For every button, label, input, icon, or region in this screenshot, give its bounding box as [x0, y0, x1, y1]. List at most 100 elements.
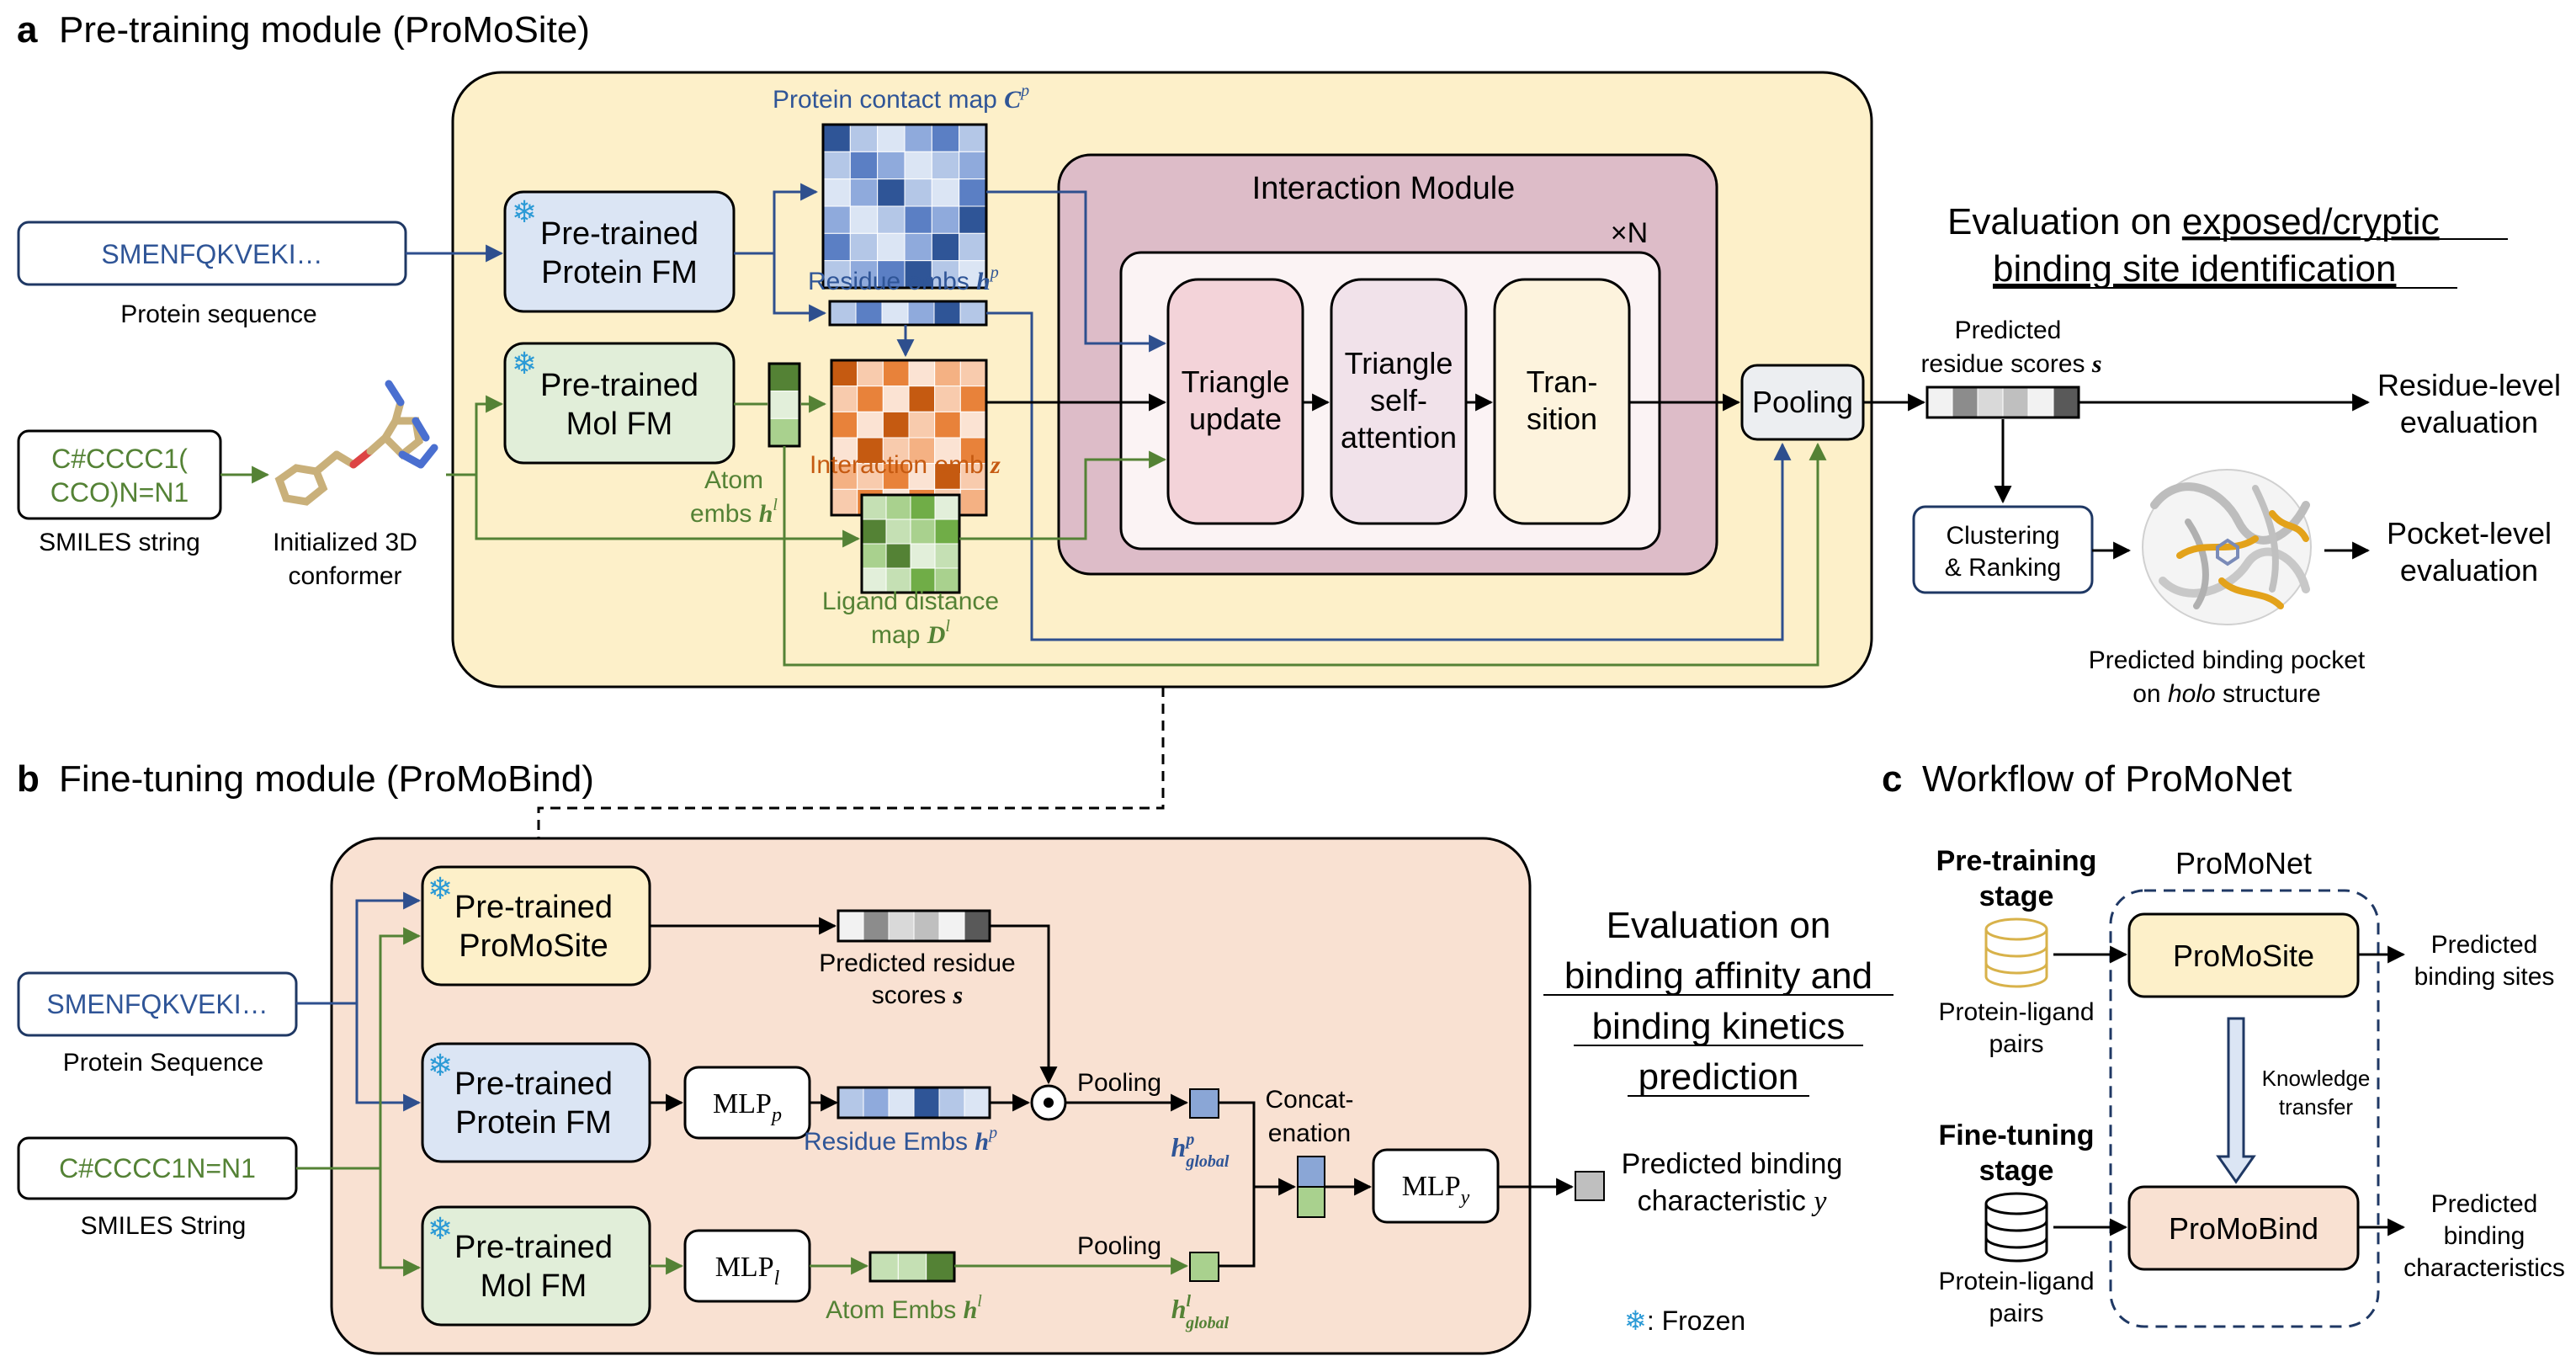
contact-map-cell [904, 232, 932, 262]
residue-embs-b-cell [888, 1087, 915, 1119]
protein-fm-box [503, 190, 736, 313]
pred-scores-b-line2: scores s [872, 981, 963, 1009]
smiles-line1: C#CCCC1( [51, 444, 188, 474]
contact-map-cell [931, 124, 960, 152]
atom-embs-a-cell [768, 391, 800, 419]
contact-map-cell [877, 205, 906, 234]
interaction-map-cell [831, 437, 858, 465]
protein-fm-b-line1: Pre-trained [454, 1066, 613, 1102]
residue-embs-label: Residue embs hp [808, 263, 999, 295]
pocket-caption-line1: Predicted binding pocket [2089, 646, 2366, 674]
out-sites-line1: Predicted [2431, 931, 2538, 959]
residue-embs-b-label: Residue Embs hp [804, 1124, 997, 1156]
contact-map-cell [822, 178, 851, 207]
predicted-scores-b-cell [837, 910, 864, 942]
pairs-top-line2: pairs [1989, 1030, 2043, 1058]
panel-c-letter: c [1882, 758, 1902, 800]
pred-scores-line2: residue scores s [1920, 350, 2101, 378]
promosite-b-line1: Pre-trained [454, 890, 613, 925]
predicted-scores-bar [1925, 386, 2080, 419]
predicted-scores-a-cell [2027, 386, 2054, 418]
ligand-map-cell [861, 518, 887, 545]
ligand-map-line2: map Dl [871, 617, 950, 649]
molecule-conformer-image [274, 380, 438, 506]
predicted-scores-a-cell [1952, 386, 1978, 418]
database-icon [1984, 1192, 2048, 1263]
interaction-map-cell [831, 488, 858, 516]
panel-a-connectors [220, 183, 1926, 667]
snowflake-icon: ❄ [1624, 1306, 1647, 1336]
snowflake-icon: ❄ [512, 194, 537, 229]
residue-embs-b-cell [964, 1087, 991, 1119]
triangle-update-line2: update [1189, 401, 1282, 436]
contact-map-cell [822, 124, 851, 152]
contact-map-cell [959, 151, 987, 180]
mol-fm-b-line2: Mol FM [481, 1268, 587, 1304]
atom-embs-line2: embs hl [690, 496, 778, 528]
contact-map-cell [849, 124, 879, 152]
clustering-line2: & Ranking [1945, 554, 2061, 582]
pocket-caption-line2: on holo structure [2133, 680, 2320, 708]
odot-operator-dot [1044, 1098, 1054, 1108]
out-char-line2: binding [2444, 1222, 2526, 1250]
promonet-dashed-frame [2109, 889, 2380, 1328]
conformer-label-line1: Initialized 3D [273, 529, 417, 556]
contact-map-cell [931, 178, 960, 207]
contact-map-cell [931, 151, 960, 180]
interaction-map-cell [831, 411, 858, 439]
promobind-c-label: ProMoBind [2169, 1211, 2318, 1246]
output-cell [1575, 1171, 1605, 1201]
protein-sequence-label: Protein sequence [120, 300, 317, 328]
out-char-line3: characteristics [2403, 1254, 2565, 1282]
concat-cell-top [1297, 1156, 1325, 1188]
interaction-map-cell [831, 386, 858, 412]
protein-sequence-text: SMENFQKVEKI… [101, 239, 322, 269]
knowledge-line1: Knowledge [2262, 1066, 2371, 1091]
predicted-scores-b-cell [888, 910, 915, 942]
predicted-scores-bar-b [837, 909, 991, 943]
ligand-map-frame [860, 493, 961, 594]
h-global-l-cell [1189, 1252, 1219, 1282]
eval-bottom-line3: binding kinetics [1592, 1006, 1846, 1047]
protein-fm-line2: Protein FM [541, 255, 698, 290]
panel-b-connectors [296, 891, 1575, 1277]
pooling-label-a: Pooling [1752, 385, 1853, 419]
ligand-map-line1: Ligand distance [822, 588, 999, 615]
contact-map-cell [849, 232, 879, 262]
contact-map-cell [849, 178, 879, 207]
contact-map-cell [822, 232, 851, 262]
pretrain-stage-line2: stage [1979, 880, 2054, 912]
contact-map-cell [904, 178, 932, 207]
binding-pocket-image [2142, 469, 2312, 625]
predicted-scores-a-cell [2053, 386, 2079, 418]
contact-map-frame [821, 123, 988, 290]
h-global-p-cell [1189, 1088, 1219, 1119]
concat-line2: enation [1268, 1119, 1351, 1147]
predicted-scores-a-cell [2002, 386, 2029, 418]
promosite-box-b [421, 865, 651, 986]
triangle-self-line3: attention [1341, 420, 1457, 455]
predicted-scores-a-cell [1977, 386, 2004, 418]
promosite-c-label: ProMoSite [2173, 939, 2314, 973]
residue-embs-b-cell [913, 1087, 940, 1119]
interaction-map-cell [882, 411, 910, 439]
interaction-map-cell [857, 437, 884, 465]
ligand-map-cell [861, 494, 887, 520]
contact-map-cell [931, 260, 960, 289]
contact-map-cell [822, 205, 851, 234]
ligand-map-cell [934, 543, 960, 569]
residue-eval-line2: evaluation [2400, 405, 2538, 439]
interaction-map-cell [857, 386, 884, 412]
pairs-top-line1: Protein-ligand [1938, 998, 2094, 1026]
interaction-map-cell [959, 359, 987, 387]
pairs-bottom-line1: Protein-ligand [1938, 1268, 2094, 1295]
interaction-map-cell [959, 488, 987, 516]
contact-map-cell [877, 151, 906, 180]
residue-eval-line1: Residue-level [2377, 368, 2561, 402]
pred-scores-line1: Predicted [1955, 316, 2062, 344]
contact-map-cell [931, 205, 960, 234]
protein-sequence-text-b: SMENFQKVEKI… [46, 989, 268, 1019]
triangle-update-line1: Triangle [1182, 364, 1290, 399]
interaction-map-cell [934, 359, 961, 387]
residue-embs-bar [828, 300, 988, 327]
